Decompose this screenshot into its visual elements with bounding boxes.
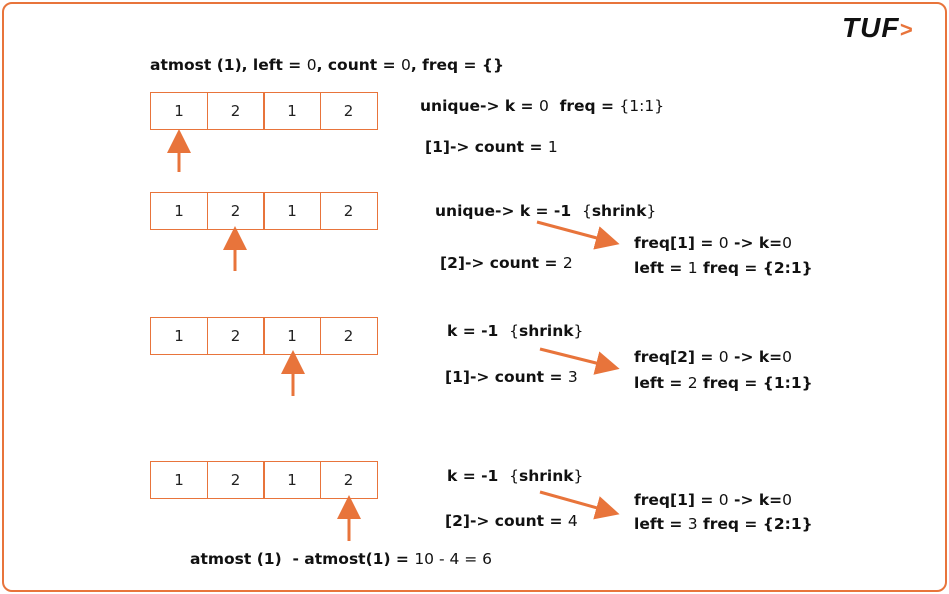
text-segment: 2 xyxy=(687,374,698,392)
shrink-arrow-2 xyxy=(539,347,620,375)
text-segment: -> k= xyxy=(728,491,783,509)
text-segment: , count = xyxy=(316,56,401,74)
text-segment: left = xyxy=(634,259,688,277)
text-segment: 0 xyxy=(782,491,792,509)
text-segment: freq = {2:1} xyxy=(697,515,813,533)
chevron-icon: > xyxy=(899,17,914,42)
text-segment: 1 xyxy=(687,259,698,277)
text-segment: shrink xyxy=(518,467,574,485)
text-segment: k = -1 xyxy=(447,322,510,340)
text-segment: left = xyxy=(634,374,688,392)
text-segment: atmost (1) - atmost(1) = xyxy=(190,550,415,568)
text-step3-left: left = 2 freq = {1:1} xyxy=(634,374,813,392)
array-cell: 1 xyxy=(150,192,208,230)
text-result: atmost (1) - atmost(1) = 10 - 4 = 6 xyxy=(190,550,492,568)
text-segment: freq[1] = xyxy=(634,491,719,509)
text-step3-freq: freq[2] = 0 -> k=0 xyxy=(634,348,792,366)
text-segment: freq = {2:1} xyxy=(697,259,813,277)
text-segment: [2]-> count = xyxy=(440,254,563,272)
array-cell: 1 xyxy=(263,317,321,355)
text-step2-freq: freq[1] = 0 -> k=0 xyxy=(634,234,792,252)
text-step2-count: [2]-> count = 2 xyxy=(440,254,573,272)
array-cell: 1 xyxy=(150,317,208,355)
text-segment: 0 xyxy=(718,234,729,252)
array-cell: 2 xyxy=(206,317,265,355)
text-segment: freq[2] = xyxy=(634,348,719,366)
text-segment: 0 xyxy=(538,97,549,115)
text-segment: { xyxy=(509,322,519,340)
text-segment: freq[1] = xyxy=(634,234,719,252)
array-cell: 2 xyxy=(319,92,378,130)
text-segment: k = -1 xyxy=(447,467,510,485)
text-segment: 0 xyxy=(718,348,729,366)
text-segment: 3 xyxy=(567,368,578,386)
text-segment: } xyxy=(573,467,584,485)
text-segment: 0 xyxy=(782,348,792,366)
text-segment: 1 xyxy=(547,138,558,156)
text-segment: shrink xyxy=(591,202,647,220)
text-segment: 0 xyxy=(400,56,411,74)
text-segment: 4 xyxy=(567,512,578,530)
text-segment: 10 - 4 = 6 xyxy=(414,550,493,568)
text-step4-count: [2]-> count = 4 xyxy=(445,512,578,530)
text-step2-left: left = 1 freq = {2:1} xyxy=(634,259,813,277)
text-header: atmost (1), left = 0, count = 0, freq = … xyxy=(150,56,504,74)
text-step4-left: left = 3 freq = {2:1} xyxy=(634,515,813,533)
text-segment: left = xyxy=(634,515,688,533)
text-segment: { xyxy=(581,202,592,220)
text-segment: freq = xyxy=(548,97,620,115)
text-step2-unique: unique-> k = -1 {shrink} xyxy=(435,202,656,220)
text-segment: freq = {1:1} xyxy=(697,374,813,392)
text-step1-unique: unique-> k = 0 freq = {1:1} xyxy=(420,97,664,115)
text-segment: } xyxy=(573,322,584,340)
text-segment: 0 xyxy=(306,56,317,74)
shrink-arrow-3 xyxy=(539,490,620,520)
array-cell: 1 xyxy=(263,92,321,130)
text-segment: [2]-> count = xyxy=(445,512,568,530)
text-segment: 0 xyxy=(718,491,729,509)
array-cell: 1 xyxy=(263,192,321,230)
text-segment: -> k= xyxy=(728,348,783,366)
text-segment: shrink xyxy=(518,322,574,340)
text-step4-k: k = -1 {shrink} xyxy=(447,467,583,485)
text-step1-count: [1]-> count = 1 xyxy=(425,138,558,156)
text-step3-k: k = -1 {shrink} xyxy=(447,322,583,340)
array-cell: 2 xyxy=(319,317,378,355)
text-segment: unique-> k = -1 xyxy=(435,202,582,220)
text-segment: } xyxy=(646,202,657,220)
array-cell: 1 xyxy=(150,92,208,130)
text-segment: 2 xyxy=(562,254,573,272)
text-step4-freq: freq[1] = 0 -> k=0 xyxy=(634,491,792,509)
array-cell: 1 xyxy=(150,461,208,499)
text-step3-count: [1]-> count = 3 xyxy=(445,368,578,386)
text-segment: atmost (1), left = xyxy=(150,56,307,74)
text-segment: , freq = {} xyxy=(410,56,504,74)
text-segment: 3 xyxy=(687,515,698,533)
text-segment: {1:1} xyxy=(619,97,665,115)
array-cell: 2 xyxy=(206,92,265,130)
text-segment: -> k= xyxy=(728,234,783,252)
array-cell: 2 xyxy=(206,461,265,499)
array-cell: 2 xyxy=(319,461,378,499)
text-segment: unique-> k = xyxy=(420,97,539,115)
text-segment: [1]-> count = xyxy=(445,368,568,386)
text-segment: 0 xyxy=(782,234,792,252)
text-segment: [1]-> count = xyxy=(425,138,548,156)
text-segment: { xyxy=(509,467,519,485)
array-cell: 2 xyxy=(319,192,378,230)
array-cell: 2 xyxy=(206,192,265,230)
shrink-arrow-1 xyxy=(536,220,620,250)
array-cell: 1 xyxy=(263,461,321,499)
tuf-logo: TUF> xyxy=(842,12,914,43)
